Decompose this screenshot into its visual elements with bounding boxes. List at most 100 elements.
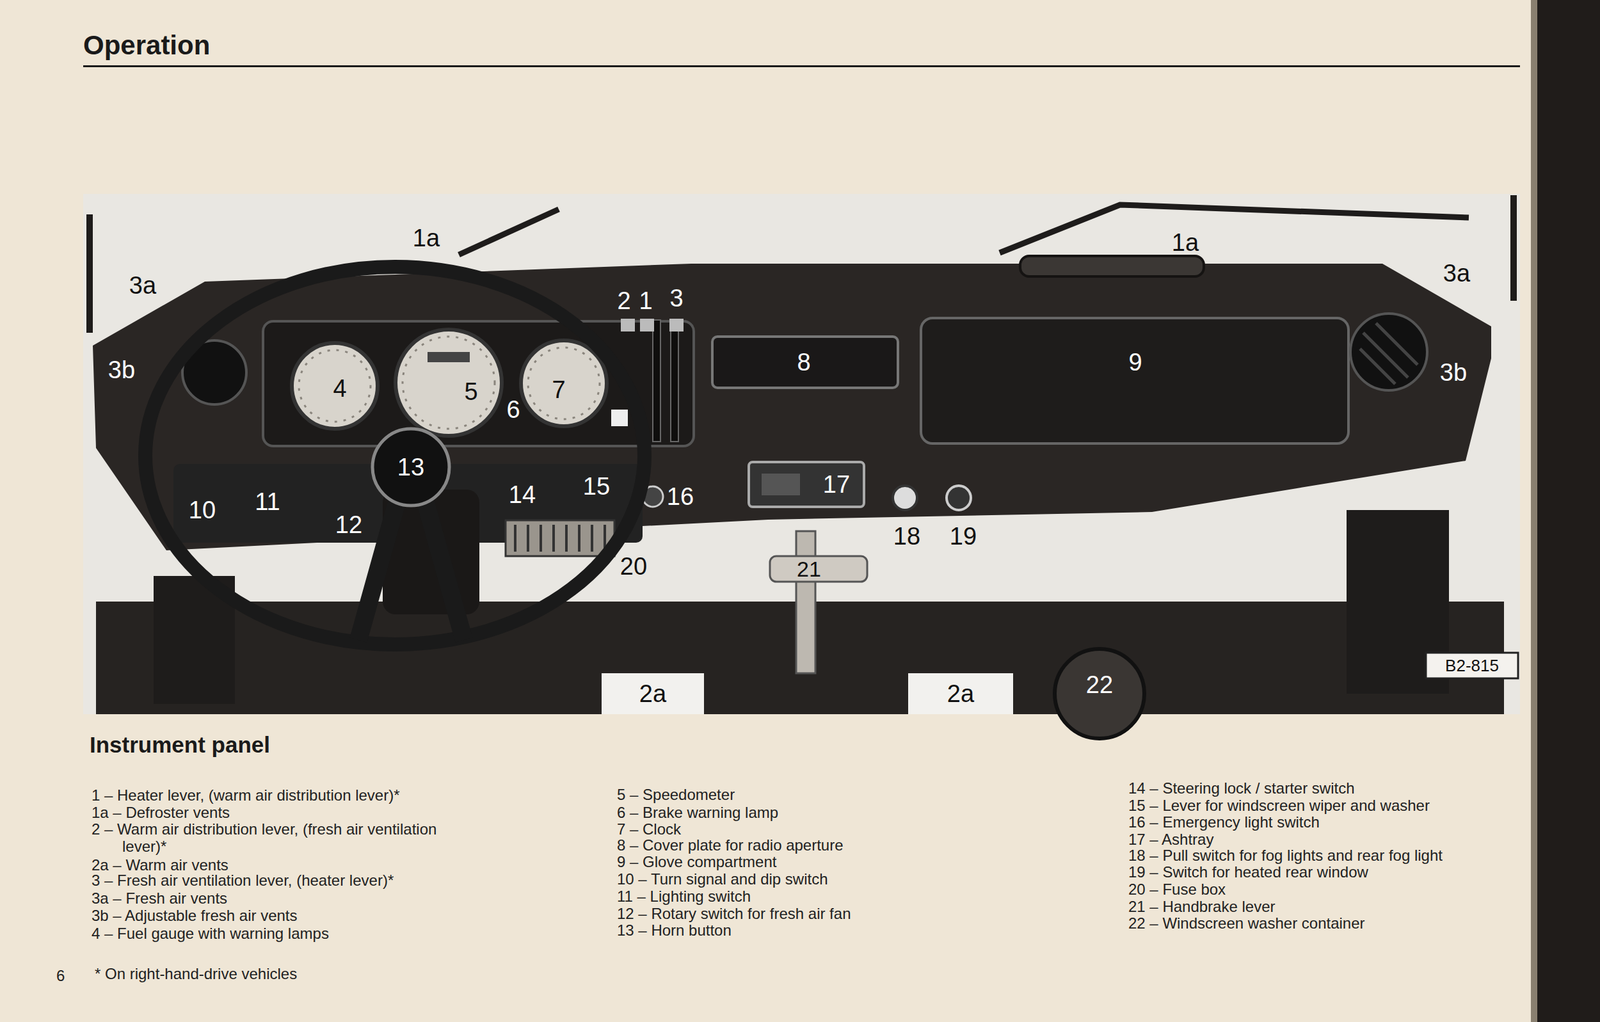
lever-knob (640, 318, 655, 332)
legend-entry: 16 – Emergency light switch (1128, 813, 1320, 831)
callout-number: 1a (412, 225, 440, 251)
callout-number: 3 (669, 286, 683, 311)
steering-wheel (145, 266, 645, 645)
legend-entry: 2 – Warm air distribution lever, (fresh … (91, 820, 463, 856)
callout-number: 1a (1171, 230, 1199, 255)
legend-entry: 22 – Windscreen washer container (1128, 914, 1366, 932)
legend-entry: 19 – Switch for heated rear window (1128, 863, 1369, 881)
clock (520, 340, 607, 427)
steering-spoke (358, 502, 464, 640)
dashboard (92, 263, 1492, 551)
legend-entry: 13 – Horn button (616, 921, 732, 939)
callout-number: 16 (666, 484, 694, 509)
handbrake-handle (769, 556, 868, 582)
ashtray (748, 462, 864, 507)
gauge-scale (298, 350, 371, 422)
gauge-scale (528, 347, 600, 420)
fuel-gauge (291, 343, 378, 429)
callout-number: 20 (620, 554, 648, 579)
callout-number: 2a (639, 681, 667, 706)
heading-rule (83, 65, 1520, 68)
legend-entry: 10 – Turn signal and dip switch (616, 870, 829, 888)
legend-entry: 7 – Clock (616, 820, 681, 838)
callout-number: 22 (1086, 672, 1113, 697)
callout-number: 21 (796, 558, 822, 580)
speedometer (395, 329, 502, 436)
windscreen-pillar (1510, 195, 1517, 301)
legend-entry: 9 – Glove compartment (616, 853, 777, 871)
windscreen-pillar (86, 214, 93, 333)
callout-number: 3b (1440, 360, 1467, 385)
callout-number: 2a (947, 681, 975, 706)
warning-lamp (611, 409, 628, 427)
lever-knob (669, 318, 684, 332)
callout-number: 14 (508, 482, 536, 507)
callout-number: 15 (583, 474, 610, 499)
callout-number: 3a (1443, 261, 1471, 286)
callout-number: 6 (506, 397, 520, 422)
lever-slot (670, 320, 679, 442)
warm-air-vent (601, 673, 704, 715)
callout-number: 3b (108, 357, 136, 383)
callout-number: 17 (823, 472, 850, 497)
page-heading: Operation (83, 32, 210, 59)
radio-cover-plate (712, 336, 898, 388)
legend-entry: 17 – Ashtray (1128, 830, 1214, 848)
legend-entry: 5 – Speedometer (616, 785, 735, 804)
legend-entry: 15 – Lever for windscreen wiper and wash… (1128, 796, 1430, 815)
lever-knob (620, 318, 635, 332)
legend-entry: 2a – Warm air vents (91, 856, 229, 874)
callout-number: 11 (254, 489, 280, 514)
callout-number: 8 (796, 350, 811, 375)
figure-code-box (1425, 652, 1519, 679)
legend-entry: 3a – Fresh air vents (91, 889, 228, 907)
horn-button (372, 428, 450, 506)
callout-number: 18 (893, 524, 921, 549)
footnote: * On right-hand-drive vehicles (94, 965, 297, 983)
gauge-scale (402, 336, 495, 429)
photo-ground (83, 193, 1520, 715)
handbrake-shaft (796, 531, 816, 674)
callout-number: 2 (616, 288, 631, 313)
legend-entry: 3b – Adjustable fresh air vents (91, 906, 298, 925)
callout-number: 4 (332, 376, 347, 401)
footnote: 6 (56, 967, 65, 985)
fuses (515, 524, 605, 552)
glove-compartment (920, 318, 1349, 444)
callout-number: B2-815 (1445, 657, 1499, 674)
legend-entry: 1 – Heater lever, (warm air distribution… (91, 786, 400, 804)
legend-entry: 1a – Defroster vents (91, 803, 230, 822)
fuse-box (505, 520, 615, 557)
callout-number: 9 (1128, 350, 1142, 375)
section-heading: Instrument panel (89, 731, 271, 759)
legend-entry: 21 – Handbrake lever (1128, 897, 1275, 916)
wiper-arm (458, 209, 559, 255)
lever-slot (652, 320, 661, 442)
callout-number: 12 (335, 512, 363, 537)
callout-number: 10 (188, 497, 216, 523)
page-edge-shadow (1530, 0, 1538, 1022)
defroster-vent (1020, 256, 1204, 277)
odometer (427, 352, 470, 363)
warm-air-vent (908, 673, 1014, 715)
air-vent (1350, 313, 1428, 391)
callout-number: 5 (464, 379, 478, 404)
callout-number: 19 (949, 524, 977, 549)
page-edge (1536, 0, 1600, 1022)
legend-entry: 3 – Fresh air ventilation lever, (heater… (91, 871, 394, 889)
callout-number: 3a (129, 273, 157, 298)
legend-entry: 12 – Rotary switch for fresh air fan (616, 904, 851, 923)
legend-entry: 8 – Cover plate for radio aperture (616, 836, 844, 854)
legend-entry: 4 – Fuel gauge with warning lamps (91, 924, 329, 943)
legend-entry: 6 – Brake warning lamp (616, 803, 779, 822)
legend-entry: 14 – Steering lock / starter switch (1128, 779, 1355, 797)
vent-grille (1360, 323, 1418, 384)
wiper-arm (999, 204, 1469, 253)
fog-light-switch (892, 485, 918, 511)
callout-number: 7 (551, 377, 566, 402)
legend-entry: 11 – Lighting switch (616, 887, 751, 905)
washer-container (1054, 648, 1145, 739)
callout-number: 13 (397, 455, 425, 480)
callout-number: 1 (638, 288, 653, 313)
